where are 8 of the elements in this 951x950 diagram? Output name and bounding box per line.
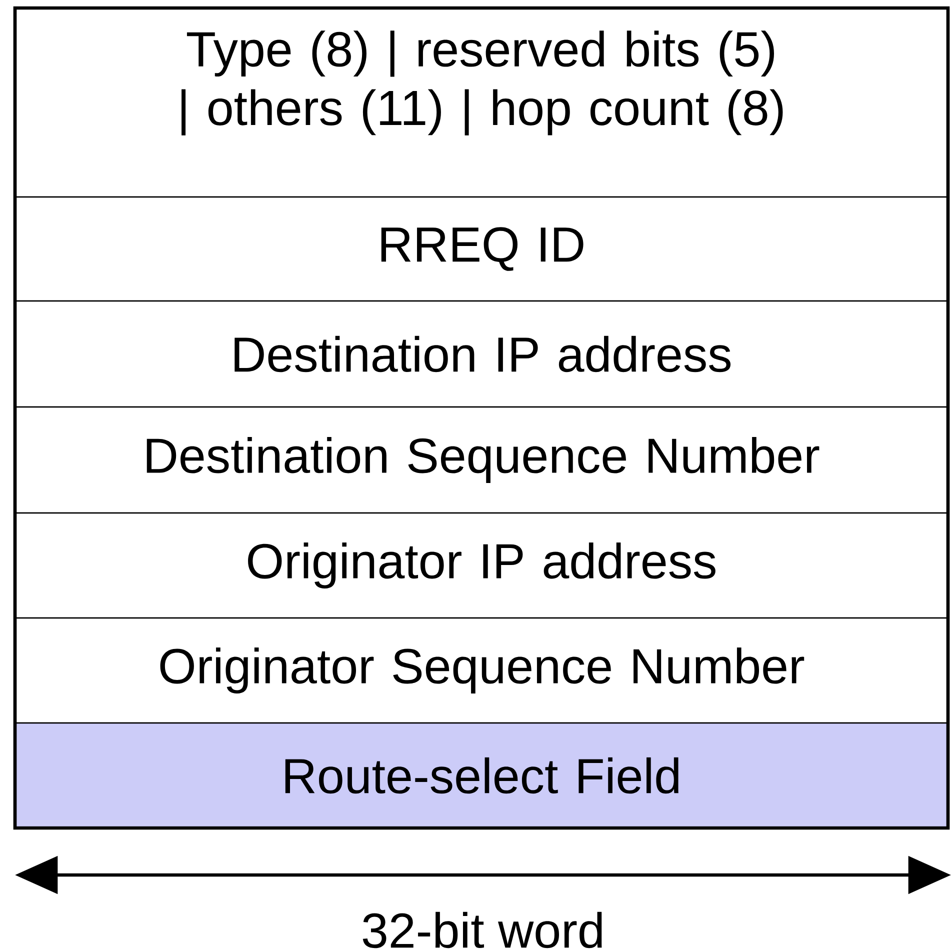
field-row: Route-select Field <box>14 722 949 829</box>
field-row: Originator Sequence Number <box>14 617 949 724</box>
field-row: RREQ ID <box>14 196 949 302</box>
field-row: Type (8) | reserved bits (5) | others (11) | hop count (8) <box>14 7 949 198</box>
field-row: Originator IP address <box>14 512 949 619</box>
dimension-label: 32-bit word <box>362 912 602 948</box>
field-row: Destination Sequence Number <box>14 406 949 514</box>
field-row: Destination IP address <box>14 300 949 408</box>
